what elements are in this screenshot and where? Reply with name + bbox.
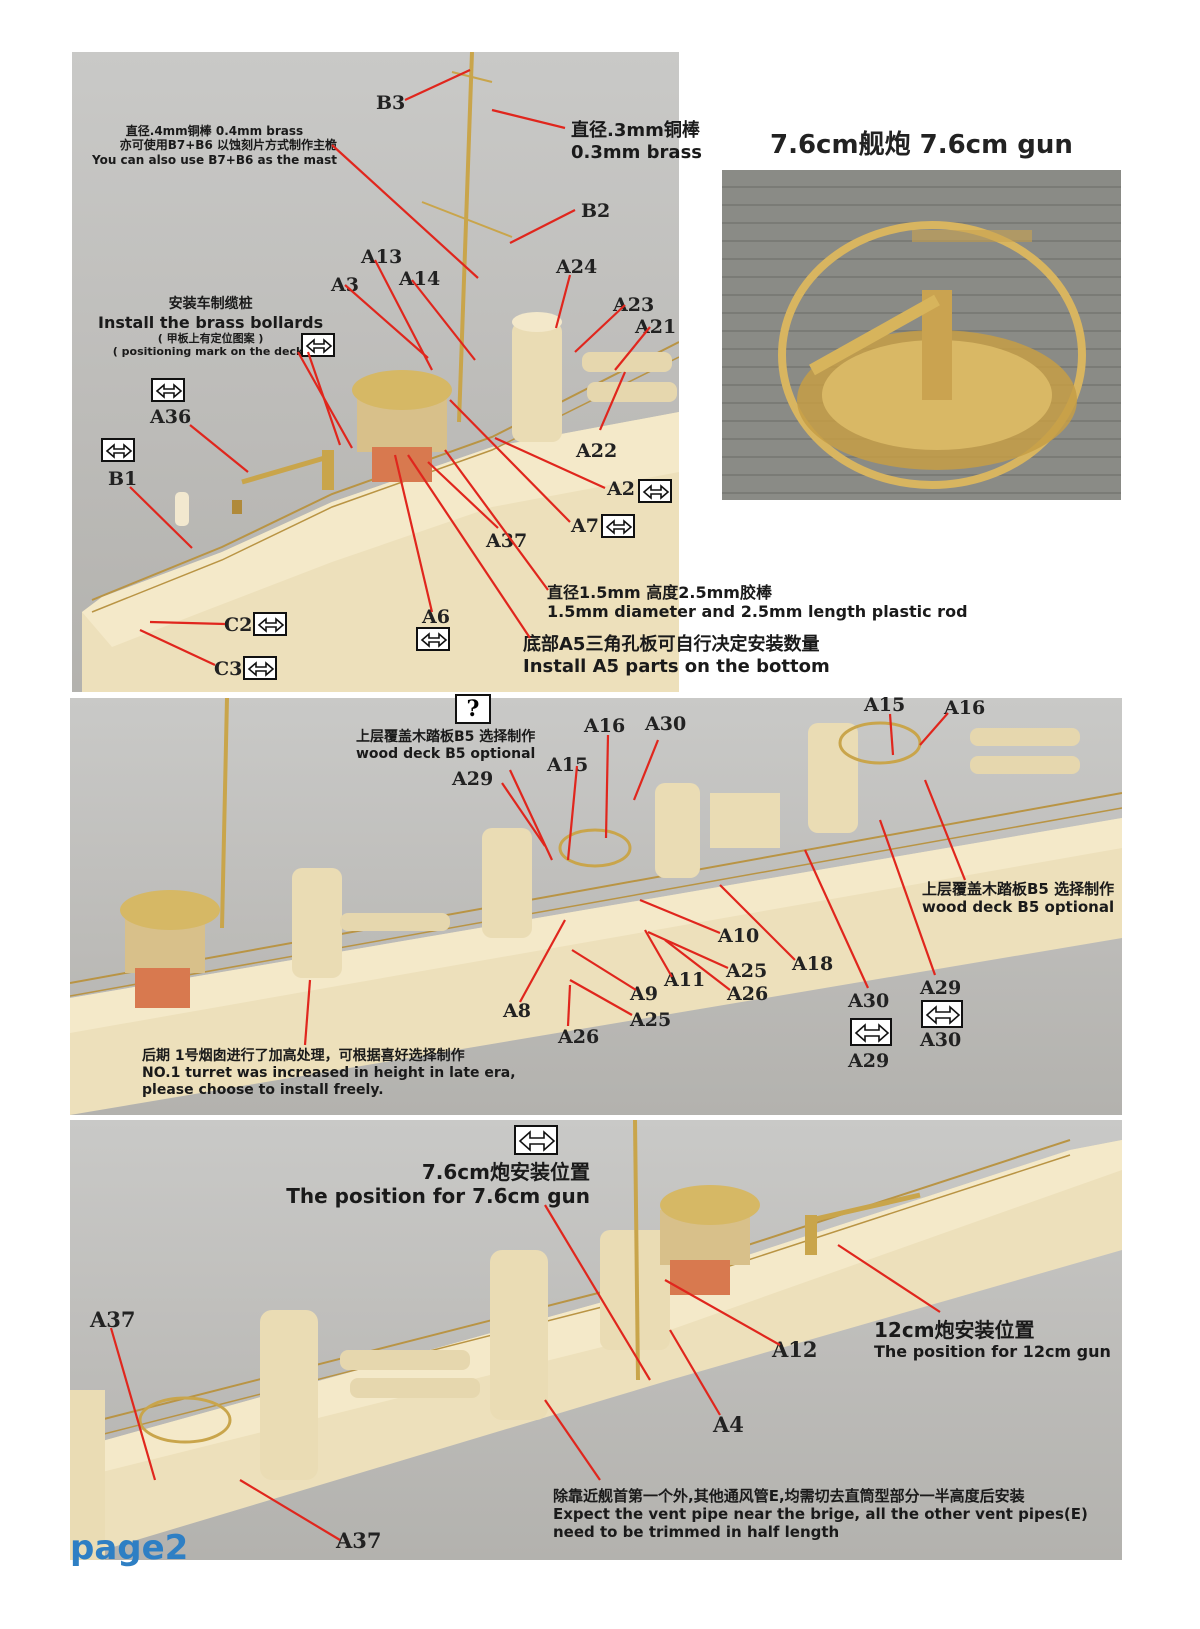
gun-photo-title: 7.6cm舰炮 7.6cm gun xyxy=(770,130,1073,160)
label-a12: A12 xyxy=(772,1337,818,1362)
label-a7: A7 xyxy=(571,515,599,537)
label-a4: A4 xyxy=(713,1412,744,1437)
brass-note: 直径.3mm铜棒 0.3mm brass xyxy=(571,120,703,163)
label-a15: A15 xyxy=(547,754,589,776)
page-number: page2 xyxy=(70,1528,189,1568)
reverse-side-icon xyxy=(601,514,635,538)
label-a9: A9 xyxy=(630,983,658,1005)
photo-panel-stern xyxy=(70,1120,1122,1560)
label-a6: A6 xyxy=(422,606,450,628)
mast-note: 直径.4mm铜棒 0.4mm brass 亦可使用B7+B6 以蚀刻片方式制作主… xyxy=(92,124,337,167)
label-a30: A30 xyxy=(645,713,687,735)
label-a30: A30 xyxy=(848,990,890,1012)
turret-note: 后期 1号烟囱进行了加高处理，可根据喜好选择制作 NO.1 turret was… xyxy=(142,1048,516,1098)
label-b1: B1 xyxy=(108,468,138,490)
ship-midship-illustration xyxy=(70,698,1122,1115)
wood-deck-note-right: 上层覆盖木踏板B5 选择制作 wood deck B5 optional xyxy=(922,880,1115,916)
label-a37: A37 xyxy=(336,1528,382,1553)
vent-pipe-note: 除靠近舰首第一个外,其他通风管E,均需切去直筒型部分一半高度后安装 Expect… xyxy=(553,1487,1088,1541)
label-a29: A29 xyxy=(920,977,962,999)
label-a10: A10 xyxy=(718,925,760,947)
reverse-side-icon xyxy=(638,479,672,503)
label-a26: A26 xyxy=(727,983,769,1005)
photo-panel-midship xyxy=(70,698,1122,1115)
gun12-position-note: 12cm炮安装位置 The position for 12cm gun xyxy=(874,1318,1111,1361)
label-a14: A14 xyxy=(399,268,441,290)
label-a37: A37 xyxy=(90,1307,136,1332)
bollard-note: 安装车制缆桩 Install the brass bollards ( 甲板上有… xyxy=(98,296,324,359)
label-a25: A25 xyxy=(726,960,768,982)
reverse-side-icon xyxy=(921,1000,963,1028)
gun-detail-photo xyxy=(722,170,1121,500)
reverse-side-icon xyxy=(850,1018,892,1046)
label-a30: A30 xyxy=(920,1029,962,1051)
reverse-side-icon xyxy=(101,438,135,462)
label-a24: A24 xyxy=(556,256,598,278)
reverse-side-icon xyxy=(151,378,185,402)
a5-note: 底部A5三角孔板可自行决定安装数量 Install A5 parts on th… xyxy=(523,634,830,677)
label-c3: C3 xyxy=(214,658,243,680)
label-a23: A23 xyxy=(613,294,655,316)
reverse-side-icon xyxy=(514,1125,558,1155)
label-a15: A15 xyxy=(864,694,906,716)
plastic-rod-note: 直径1.5mm 高度2.5mm胶棒 1.5mm diameter and 2.5… xyxy=(547,583,968,622)
reverse-side-icon xyxy=(301,333,335,357)
label-b2: B2 xyxy=(581,200,611,222)
label-a36: A36 xyxy=(150,406,192,428)
label-a26: A26 xyxy=(558,1026,600,1048)
gun76-position-note: 7.6cm炮安装位置 The position for 7.6cm gun xyxy=(286,1160,590,1208)
ship-stern-illustration xyxy=(70,1120,1122,1560)
label-a11: A11 xyxy=(664,969,706,991)
wood-deck-note-top: 上层覆盖木踏板B5 选择制作 wood deck B5 optional xyxy=(356,729,536,762)
label-a2: A2 xyxy=(607,478,635,500)
reverse-side-icon xyxy=(416,627,450,651)
label-a29: A29 xyxy=(452,768,494,790)
label-a22: A22 xyxy=(576,440,618,462)
label-a18: A18 xyxy=(792,953,834,975)
optional-question-icon: ? xyxy=(455,694,491,724)
label-a8: A8 xyxy=(503,1000,531,1022)
label-c2: C2 xyxy=(224,614,253,636)
label-a29: A29 xyxy=(848,1050,890,1072)
label-a16: A16 xyxy=(944,697,986,719)
label-a25: A25 xyxy=(630,1009,672,1031)
label-a13: A13 xyxy=(361,246,403,268)
photo-panel-bow xyxy=(72,52,679,692)
reverse-side-icon xyxy=(253,612,287,636)
label-b3: B3 xyxy=(376,92,406,114)
label-a16: A16 xyxy=(584,715,626,737)
reverse-side-icon xyxy=(243,656,277,680)
